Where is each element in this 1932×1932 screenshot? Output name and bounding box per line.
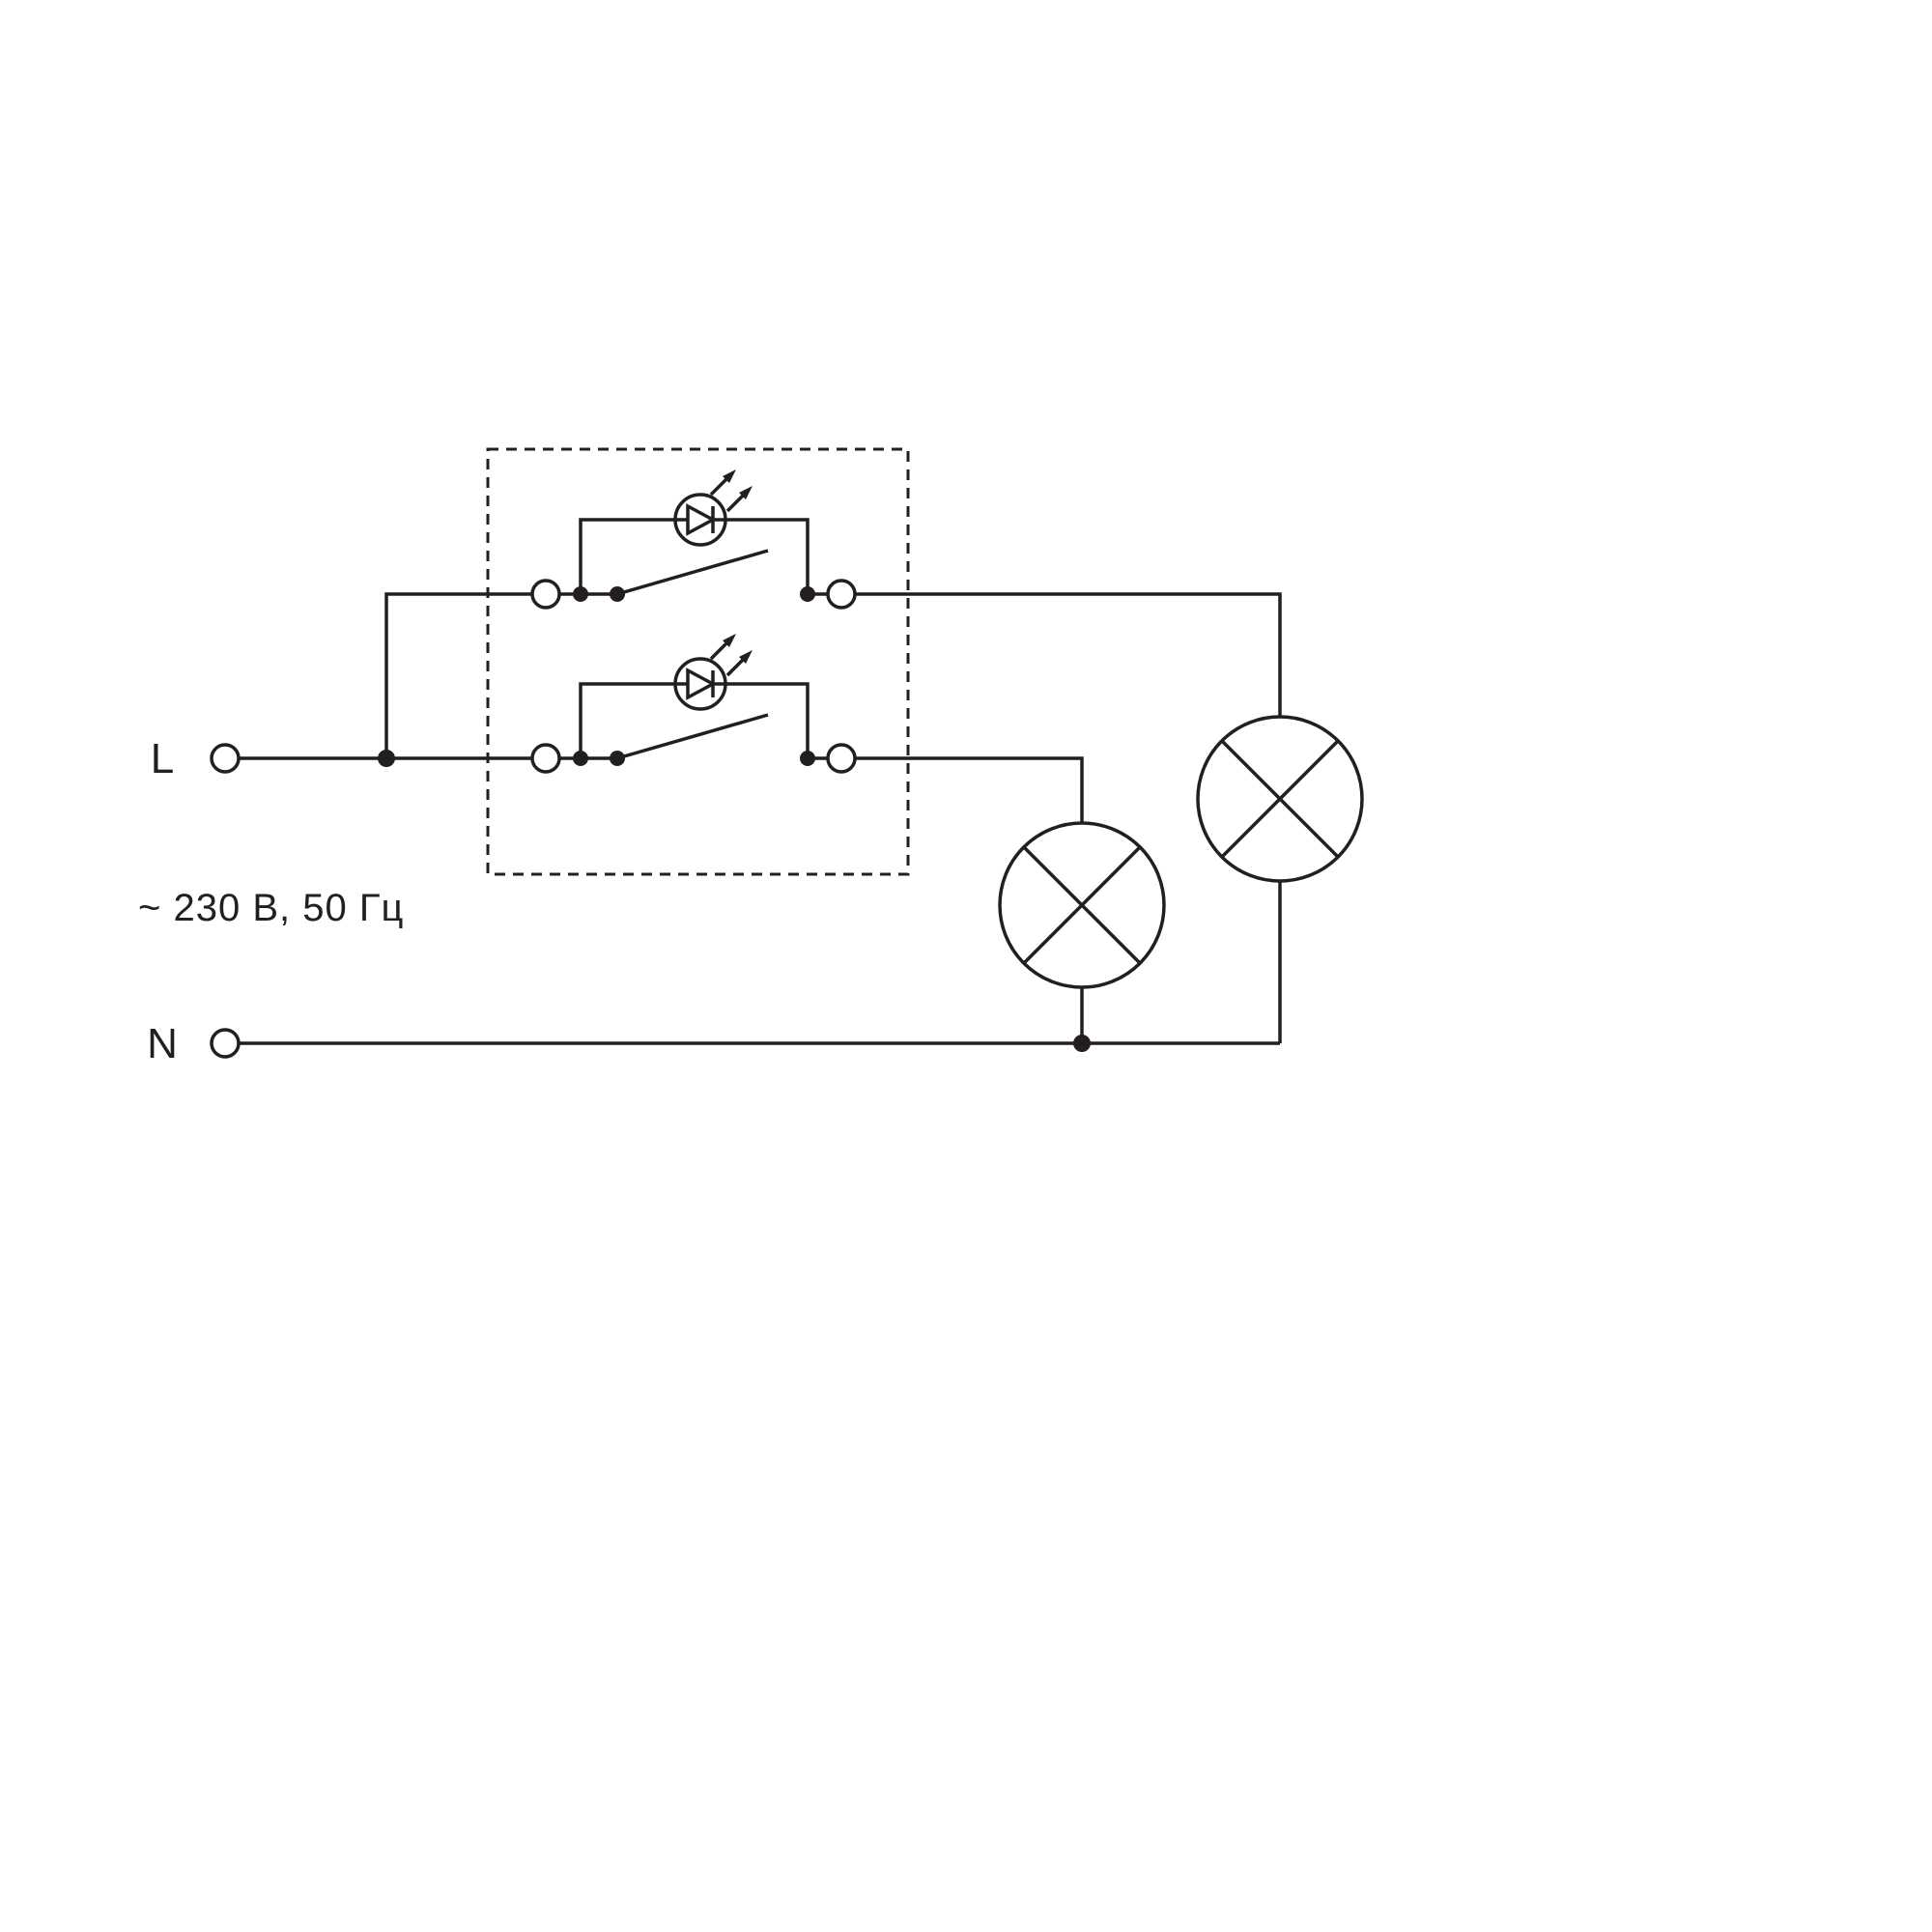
wire-switch1-to-lamp-right — [855, 592, 1282, 717]
led2-diode-triangle-icon — [686, 668, 717, 700]
terminal-N-circle — [210, 1028, 241, 1059]
switch-pole-top-icon — [530, 549, 857, 610]
switch1-blade — [616, 549, 769, 596]
switch-module-dashed-boundary-icon — [486, 447, 910, 876]
led1-arrow1-shaft — [709, 475, 730, 497]
lamp-right-icon — [1196, 715, 1364, 883]
led-indicator-top-icon — [579, 469, 810, 594]
led2-arrow2-shaft — [725, 656, 747, 677]
led2-arrow1-head — [723, 634, 736, 647]
line-terminal-label: L — [151, 735, 174, 782]
lamp-left-cross-2 — [1022, 845, 1142, 965]
lamp-right-cross-2 — [1220, 739, 1340, 859]
junction-dot-icon — [378, 750, 395, 767]
wire-branch-riser — [384, 592, 532, 758]
line-terminal-icon: L — [151, 735, 241, 782]
neutral-terminal-icon: N — [147, 1020, 241, 1067]
switch1-output-terminal-icon — [826, 579, 857, 610]
switch-pole-bottom-icon — [530, 713, 857, 774]
switch2-output-terminal-icon — [826, 743, 857, 774]
led2-arrow2-head — [739, 650, 753, 664]
switch2-blade — [616, 713, 769, 760]
led2-bypass-right — [725, 682, 810, 758]
power-rating-label: ~ 230 В, 50 Гц — [138, 887, 404, 929]
led1-arrow2-head — [739, 486, 753, 499]
led1-arrow1-head — [723, 469, 736, 483]
led2-bypass-left — [579, 682, 675, 758]
led1-diode-triangle-icon — [686, 503, 717, 536]
led1-bypass-left — [579, 518, 675, 594]
led1-bypass-right — [725, 518, 810, 594]
light-emission-arrows-icon — [709, 469, 753, 513]
switch2-pivot-dot — [610, 751, 625, 766]
feed-wiring — [239, 592, 532, 767]
switch1-pivot-dot — [610, 586, 625, 602]
lamp-left-icon — [998, 821, 1166, 989]
wire-switch2-to-lamp-left — [855, 756, 1084, 823]
neutral-terminal-label: N — [147, 1020, 178, 1067]
junction-dot-icon — [1073, 1035, 1091, 1052]
switch2-input-terminal-icon — [530, 743, 561, 774]
terminal-L-circle — [210, 743, 241, 774]
light-emission-arrows-icon — [709, 634, 753, 677]
led1-arrow2-shaft — [725, 492, 747, 513]
load-wiring — [239, 592, 1282, 1052]
switch1-input-terminal-icon — [530, 579, 561, 610]
led-indicator-bottom-icon — [579, 634, 810, 758]
led2-arrow1-shaft — [709, 639, 730, 661]
